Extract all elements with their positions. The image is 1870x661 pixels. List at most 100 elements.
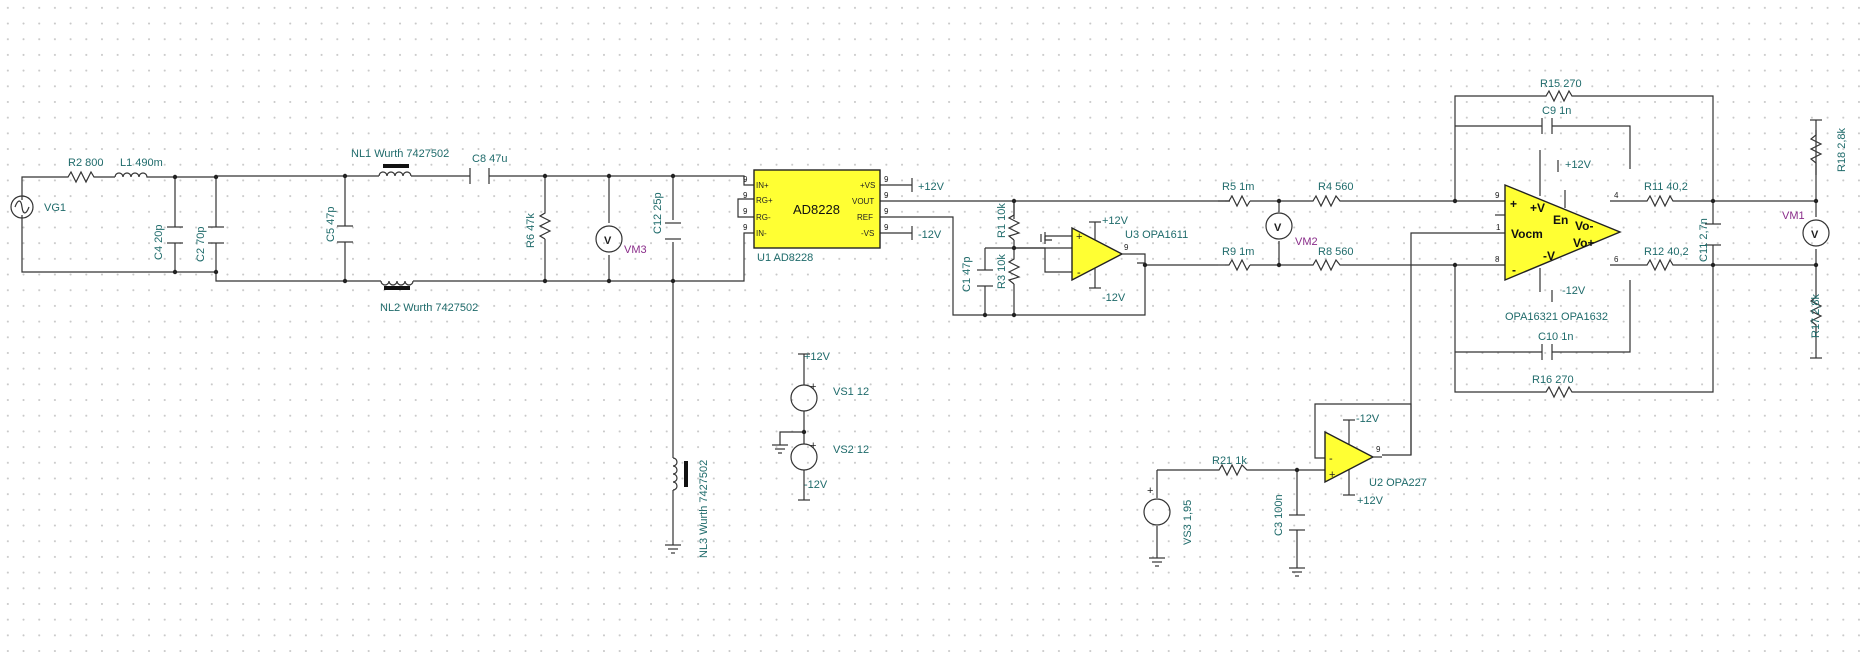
vm1-voltmeter[interactable]: V VM1 bbox=[1782, 210, 1830, 247]
u2-minus-sign: - bbox=[1329, 453, 1333, 465]
c4-label: C4 20p bbox=[153, 225, 165, 260]
c1-capacitor[interactable]: C1 47p bbox=[961, 257, 993, 292]
c2-capacitor[interactable]: C2 70p bbox=[195, 226, 224, 262]
opa1632-pin-vocm: Vocm bbox=[1511, 227, 1543, 241]
nl1-choke[interactable]: NL1 Wurth 7427502 bbox=[351, 148, 449, 177]
r3-resistor[interactable]: R3 10k bbox=[996, 254, 1021, 289]
r1-label: R1 10k bbox=[996, 203, 1008, 238]
opa1632-pin-vo-minus: Vo- bbox=[1575, 219, 1593, 233]
u3-vplus-supply: +12V bbox=[1102, 215, 1129, 227]
r21-resistor[interactable]: R21 1k bbox=[1212, 455, 1252, 477]
ad8228-pin-number: 9 bbox=[743, 223, 748, 232]
r5-label: R5 1m bbox=[1222, 181, 1254, 193]
c10-capacitor[interactable]: C10 1n bbox=[1538, 331, 1573, 360]
vs3-source[interactable]: + VS3 1,95 bbox=[1143, 485, 1194, 545]
vm3-voltmeter[interactable]: V VM3 bbox=[595, 225, 647, 256]
ad8228-pin-number: 9 bbox=[884, 207, 889, 216]
opa1632-vplus-supply: +12V bbox=[1565, 159, 1592, 171]
r8-resistor[interactable]: R8 560 bbox=[1308, 246, 1353, 272]
ground-nl3 bbox=[665, 544, 681, 554]
vs1-plus-sign: + bbox=[810, 381, 816, 393]
r11-resistor[interactable]: R11 40,2 bbox=[1642, 181, 1688, 208]
vs1-label: VS1 12 bbox=[833, 386, 869, 398]
opa1632-pin-vo-plus: Vo+ bbox=[1573, 236, 1594, 250]
u3-opamp[interactable]: + - 9 U3 OPA1611 bbox=[1071, 222, 1188, 288]
u3-label: U3 OPA1611 bbox=[1125, 229, 1188, 241]
r16-resistor[interactable]: R16 270 bbox=[1532, 374, 1575, 399]
ad8228-pin-in-minus: IN- bbox=[756, 229, 767, 238]
r5-resistor[interactable]: R5 1m bbox=[1222, 181, 1254, 208]
ad8228-pin-number: 9 bbox=[743, 175, 748, 184]
ad8228-pin-in-plus: IN+ bbox=[756, 181, 769, 190]
opa1632-pin-number: 1 bbox=[1496, 223, 1501, 232]
junctions bbox=[172, 173, 1819, 473]
nl2-choke[interactable]: NL2 Wurth 7427502 bbox=[380, 280, 478, 314]
c1-label: C1 47p bbox=[961, 257, 973, 292]
r12-label: R12 40,2 bbox=[1644, 246, 1689, 258]
u3-plus-sign: + bbox=[1076, 231, 1082, 243]
c12-capacitor[interactable]: C12 25p bbox=[652, 192, 681, 240]
c9-label: C9 1n bbox=[1542, 105, 1571, 117]
r15-resistor[interactable]: R15 270 bbox=[1540, 78, 1582, 103]
ad8228-chip[interactable]: AD8228 IN+ RG+ RG- IN- +VS VOUT REF -VS … bbox=[743, 169, 889, 264]
c9-capacitor[interactable]: C9 1n bbox=[1541, 105, 1571, 134]
ground-symbols bbox=[665, 232, 1305, 577]
c11-capacitor[interactable]: C11 2,7n bbox=[1698, 218, 1721, 262]
r9-resistor[interactable]: R9 1m bbox=[1222, 246, 1254, 272]
opa1632-pin-en: En bbox=[1553, 213, 1568, 227]
nl3-choke[interactable]: NL3 Wurth 7427502 bbox=[672, 457, 710, 558]
l1-inductor[interactable]: L1 490m bbox=[114, 157, 163, 178]
opa1632-vminus-supply: -12V bbox=[1562, 285, 1586, 297]
r3-label: R3 10k bbox=[996, 254, 1008, 289]
c4-capacitor[interactable]: C4 20p bbox=[153, 225, 183, 260]
c8-capacitor[interactable]: C8 47u bbox=[469, 153, 507, 184]
vs2-plus-sign: + bbox=[810, 440, 816, 452]
ad8228-pin-number: 9 bbox=[884, 191, 889, 200]
ad8228-pin-rg-minus: RG- bbox=[756, 213, 771, 222]
l1-label: L1 490m bbox=[120, 157, 163, 169]
ground-c3 bbox=[1289, 567, 1305, 577]
ad8228-pin-vout: VOUT bbox=[852, 197, 874, 206]
r15-label: R15 270 bbox=[1540, 78, 1582, 90]
r1-resistor[interactable]: R1 10k bbox=[996, 203, 1021, 241]
ad8228-vminus-supply: -12V bbox=[918, 229, 942, 241]
opa1632-opamp[interactable]: + - +V -V En Vocm Vo- Vo+ OPA16321 OPA16… bbox=[1495, 150, 1622, 323]
vs2-source[interactable]: + VS2 12 bbox=[790, 440, 869, 471]
r2-resistor[interactable]: R2 800 bbox=[62, 157, 103, 184]
u3-pin-number: 9 bbox=[1124, 243, 1129, 252]
c5-capacitor[interactable]: C5 47p bbox=[325, 207, 353, 243]
u2-label: U2 OPA227 bbox=[1369, 477, 1427, 489]
r12-resistor[interactable]: R12 40,2 bbox=[1642, 246, 1689, 272]
r18-label: R18 2,8k bbox=[1836, 127, 1848, 172]
r18-resistor[interactable]: R18 2,8k bbox=[1809, 119, 1848, 175]
u2-pin-number: 9 bbox=[1376, 445, 1381, 454]
vm2-voltmeter[interactable]: V VM2 bbox=[1265, 212, 1318, 248]
ad8228-pin-vs-minus: -VS bbox=[861, 229, 874, 238]
vs3-label: VS3 1,95 bbox=[1182, 500, 1194, 545]
r4-resistor[interactable]: R4 560 bbox=[1308, 181, 1353, 208]
u2-vminus-supply: -12V bbox=[1356, 413, 1380, 425]
r6-resistor[interactable]: R6 47k bbox=[525, 209, 552, 248]
vg1-source[interactable]: VG1 bbox=[10, 195, 66, 219]
vm1-label: VM1 bbox=[1782, 210, 1805, 222]
nl3-label: NL3 Wurth 7427502 bbox=[698, 460, 710, 558]
r16-label: R16 270 bbox=[1532, 374, 1574, 386]
ad8228-pin-ref: REF bbox=[857, 213, 873, 222]
r17-label: R17 2,8k bbox=[1810, 293, 1822, 338]
vm2-v-glyph: V bbox=[1274, 222, 1282, 234]
vs3-plus-sign: + bbox=[1147, 485, 1153, 497]
r17-resistor[interactable]: R17 2,8k bbox=[1809, 290, 1823, 359]
ad8228-pin-number: 9 bbox=[743, 207, 748, 216]
c3-capacitor[interactable]: C3 100n bbox=[1273, 494, 1305, 536]
opa1632-pin-number: 4 bbox=[1614, 191, 1619, 200]
c11-label: C11 2,7n bbox=[1698, 218, 1710, 262]
c2-label: C2 70p bbox=[195, 227, 207, 262]
r2-label: R2 800 bbox=[68, 157, 103, 169]
r21-label: R21 1k bbox=[1212, 455, 1247, 467]
r8-label: R8 560 bbox=[1318, 246, 1353, 258]
vs1-terminal-label: +12V bbox=[804, 351, 831, 363]
vs1-source[interactable]: + VS1 12 bbox=[790, 381, 869, 412]
u2-opamp[interactable]: - + 9 U2 OPA227 bbox=[1324, 420, 1427, 495]
